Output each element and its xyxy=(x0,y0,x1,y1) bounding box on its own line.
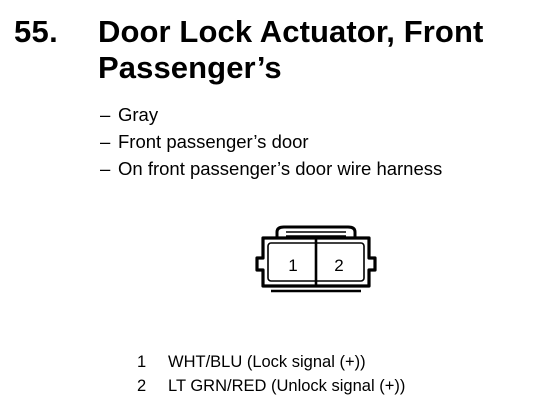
connector-cavity-2-label: 2 xyxy=(334,256,343,275)
pin-description: WHT/BLU (Lock signal (+)) xyxy=(168,353,366,371)
detail-text: On front passenger’s door wire harness xyxy=(118,158,443,179)
pin-number: 1 xyxy=(137,353,147,371)
section-number: 55. xyxy=(14,14,58,49)
pin-row: 1 WHT/BLU (Lock signal (+)) xyxy=(137,350,405,374)
detail-text: Gray xyxy=(118,104,159,125)
connector-diagram: 1 2 xyxy=(255,225,377,293)
detail-item-harness: –On front passenger’s door wire harness xyxy=(100,155,442,182)
detail-item-location: –Front passenger’s door xyxy=(100,128,442,155)
detail-item-color: –Gray xyxy=(100,101,442,128)
connector-cavity-1-label: 1 xyxy=(288,256,297,275)
connector-lock-ribs xyxy=(286,231,346,237)
pin-description: LT GRN/RED (Unlock signal (+)) xyxy=(168,377,406,395)
component-details-list: –Gray –Front passenger’s door –On front … xyxy=(100,101,442,182)
detail-bullet: – xyxy=(100,104,111,125)
section-title: Door Lock Actuator, Front Passenger’s xyxy=(98,14,484,85)
detail-bullet: – xyxy=(100,131,111,152)
detail-text: Front passenger’s door xyxy=(118,131,309,152)
pin-number: 2 xyxy=(137,377,147,395)
pin-row: 2 LT GRN/RED (Unlock signal (+)) xyxy=(137,374,405,398)
pin-list: 1 WHT/BLU (Lock signal (+)) 2 LT GRN/RED (… xyxy=(137,350,405,398)
detail-bullet: – xyxy=(100,158,111,179)
